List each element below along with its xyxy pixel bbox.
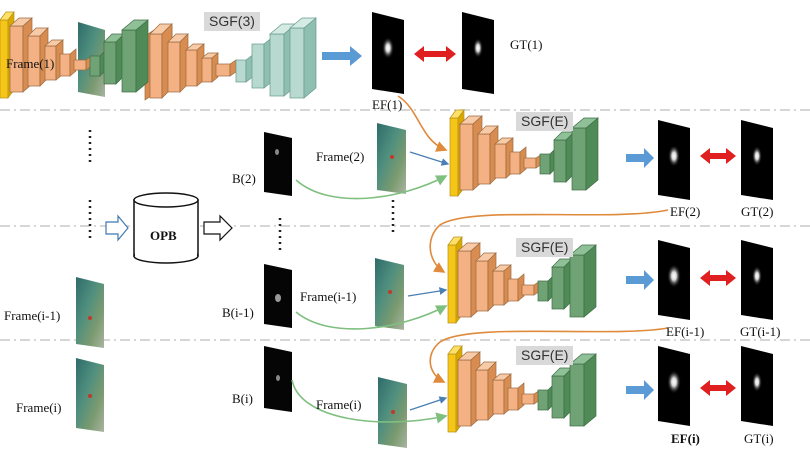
frame-thumb-i-1 [76,277,104,348]
frame-label-i: Frame(i) [16,400,62,415]
blue-arrows [322,46,654,400]
frame-label-i-1: Frame(i-1) [4,308,61,323]
blur-map-2 [264,132,292,196]
network-sgfe-template [0,10,149,100]
frame-mid-label-i: Frame(i) [316,397,362,412]
sgf-label-1: SGF(3) [204,12,260,32]
ef-label-2: EF(2) [670,204,701,219]
opb-cylinder [133,192,199,264]
network-sgf3 [144,17,317,101]
sgf-label-2: SGF(E) [516,112,574,132]
frame-mid-label-2: Frame(2) [316,149,365,164]
ef-feedback-curves [397,95,669,383]
b-label-i: B(i) [232,391,253,406]
gt-label-2: GT(2) [741,204,774,219]
b-label-2: B(2) [232,171,256,186]
frame-label-1: Frame(1) [6,56,55,71]
blur-maps [264,132,292,412]
gt-label-1: GT(1) [510,37,543,52]
frame-mid-label-i-1: Frame(i-1) [300,289,357,304]
frame-thumbnails [76,22,407,448]
b-label-i-1: B(i-1) [222,305,254,320]
arrow-into-opb [105,214,129,242]
blur-input-curves [291,175,448,424]
frame-input-arrows [407,151,450,411]
gt-label-i: GT(i) [744,431,774,446]
sgf-label-3: SGF(E) [516,238,574,258]
heatmaps [372,12,773,426]
ef-label-i: EF(i) [671,431,700,446]
ellipsis-dots [88,130,395,252]
gt-label-i-1: GT(i-1) [740,324,781,339]
red-double-arrows [414,46,736,396]
ef-label-i-1: EF(i-1) [666,324,705,339]
sgf-label-4: SGF(E) [516,346,574,366]
opb-label: OPB [150,228,177,243]
arrow-out-opb [203,214,233,242]
ef-label-1: EF(1) [372,97,403,112]
frame-thumb-mid-i-1 [375,258,404,330]
